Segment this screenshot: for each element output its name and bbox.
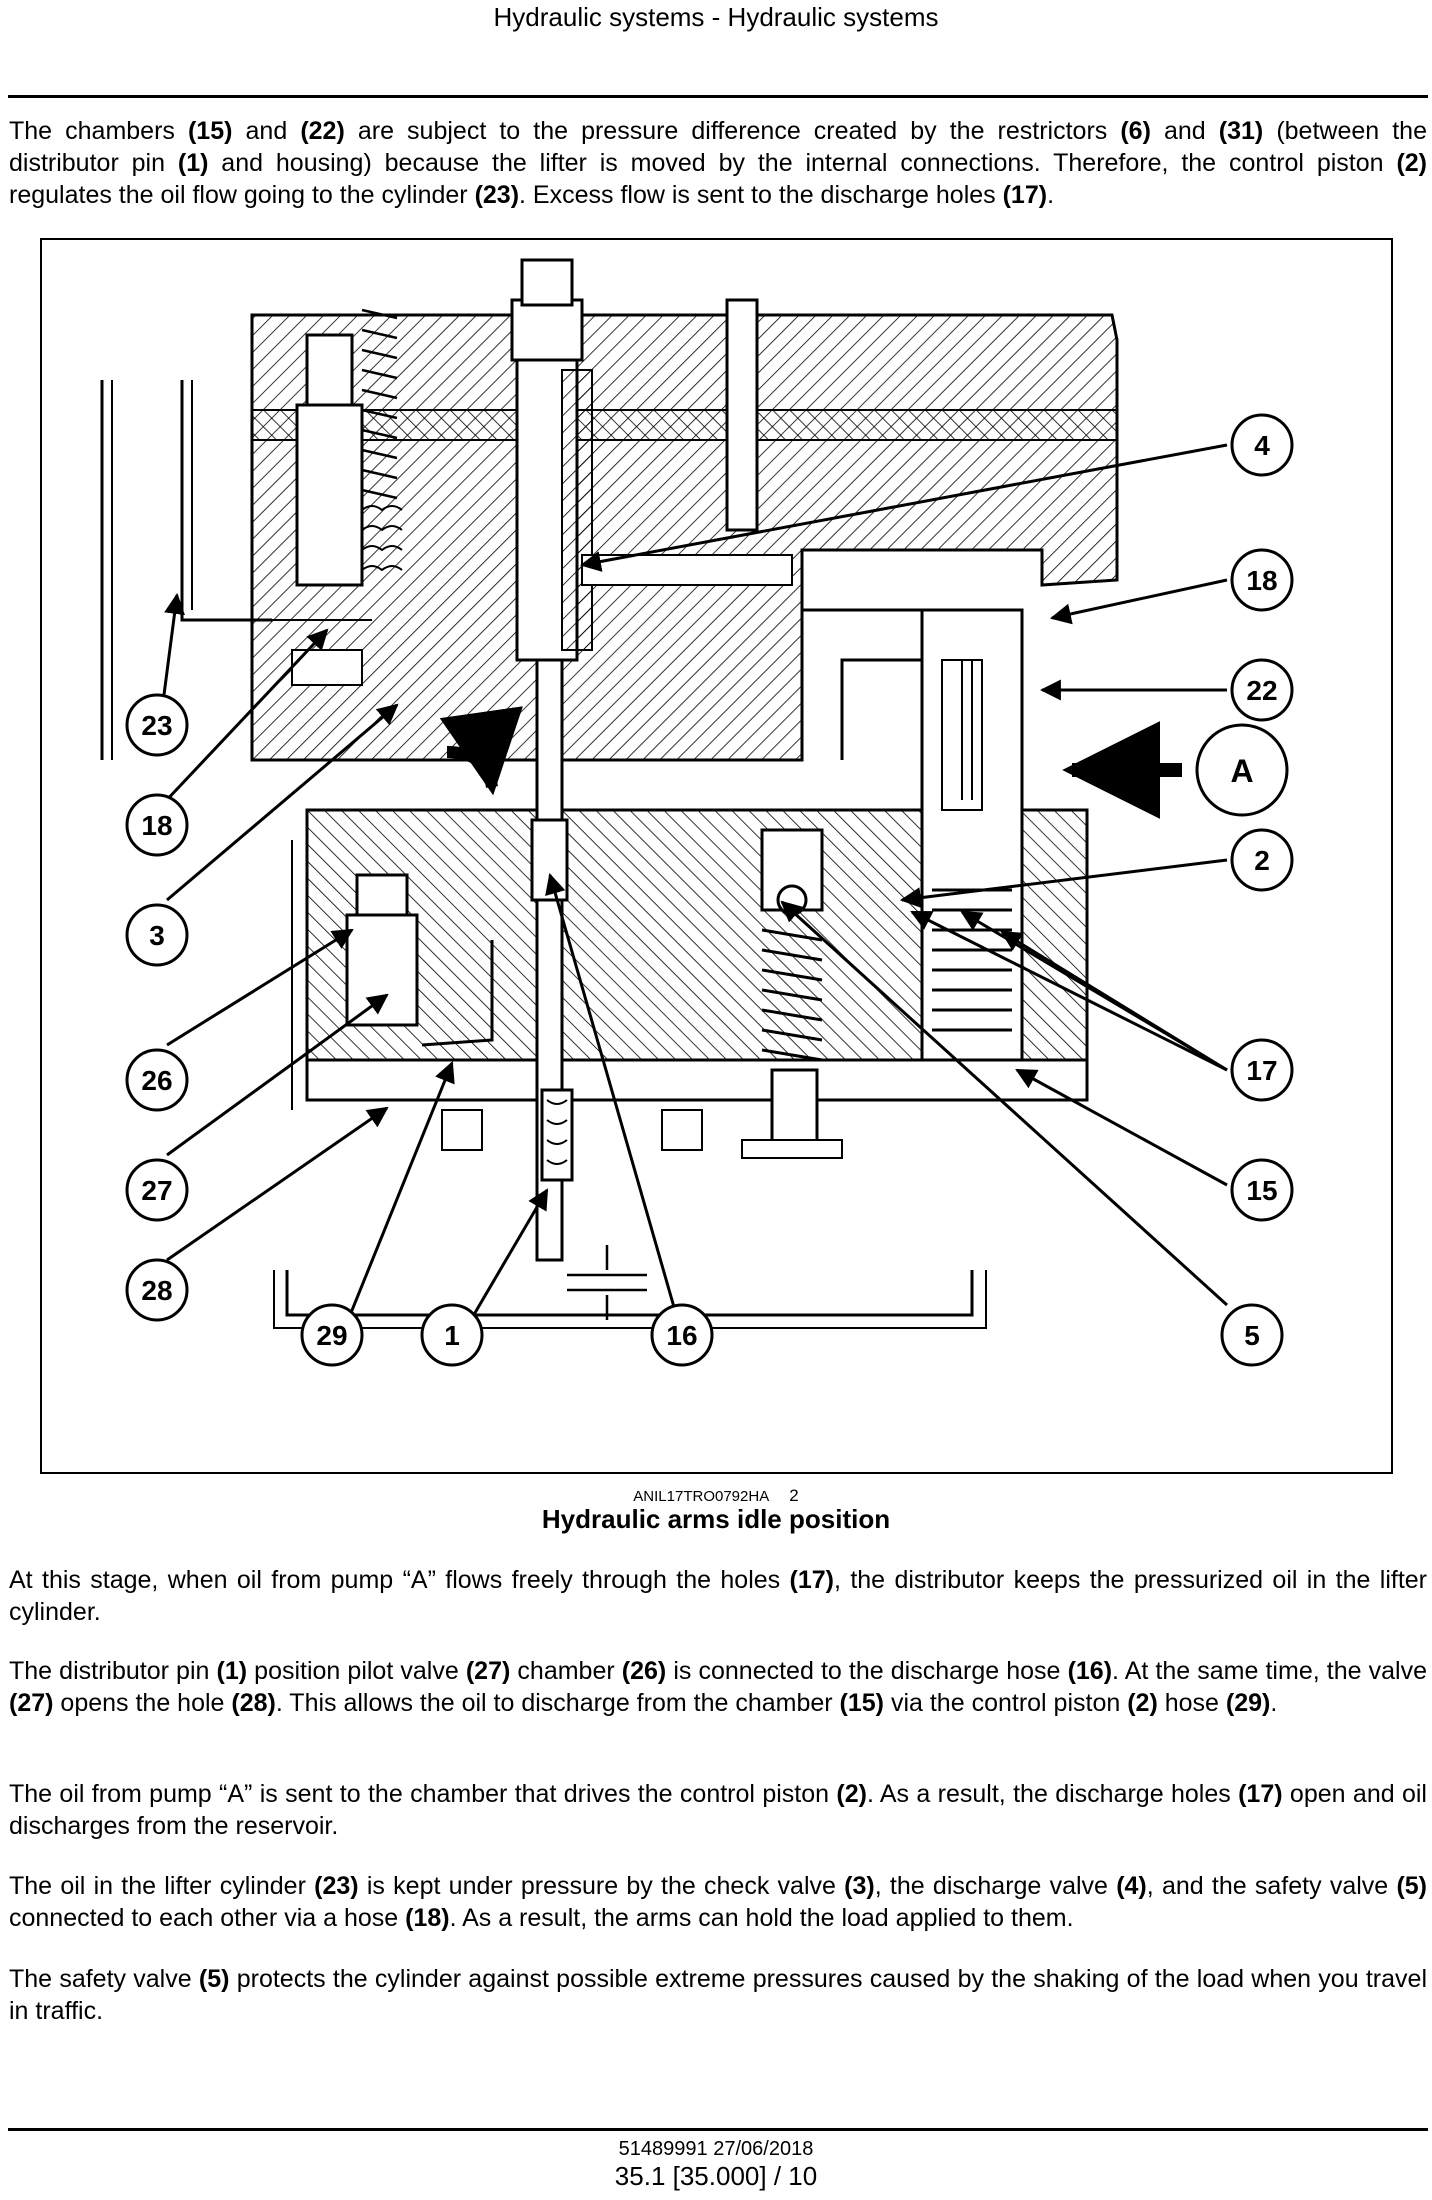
plate xyxy=(251,409,1118,441)
svg-text:1: 1 xyxy=(444,1320,460,1351)
svg-text:15: 15 xyxy=(1246,1175,1277,1206)
paragraph-3: The oil from pump “A” is sent to the cha… xyxy=(9,1780,1427,1840)
paragraph-1: At this stage, when oil from pump “A” fl… xyxy=(9,1566,1427,1626)
footer-rule xyxy=(8,2128,1428,2131)
callout-3: 3 xyxy=(125,903,189,967)
callout-15: 15 xyxy=(1230,1158,1294,1222)
callout-2: 2 xyxy=(1230,828,1294,892)
callout-5: 5 xyxy=(1220,1303,1284,1367)
figure-number: 2 xyxy=(789,1486,799,1505)
pin-nut xyxy=(510,298,584,362)
diagram-svg: 4 18 22 A 2 17 15 5 23 18 3 26 27 28 29 … xyxy=(100,258,1294,1367)
callout-28: 28 xyxy=(125,1258,189,1322)
header-rule xyxy=(8,95,1428,98)
svg-text:4: 4 xyxy=(1254,430,1270,461)
svg-text:22: 22 xyxy=(1246,675,1277,706)
svg-text:17: 17 xyxy=(1246,1055,1277,1086)
check-valve-body xyxy=(295,403,364,587)
reservoir xyxy=(285,1270,974,1317)
callout-18-right: 18 xyxy=(1230,548,1294,612)
callout-22: 22 xyxy=(1230,658,1294,722)
callout-26: 26 xyxy=(125,1048,189,1112)
paragraph-2: The distributor pin (1) position pilot v… xyxy=(9,1657,1427,1717)
figure-id: ANIL17TRO0792HA 2 xyxy=(0,1486,1432,1506)
svg-text:3: 3 xyxy=(149,920,165,951)
callout-23: 23 xyxy=(125,693,189,757)
svg-text:18: 18 xyxy=(141,810,172,841)
callout-16: 16 xyxy=(650,1303,714,1367)
callout-27: 27 xyxy=(125,1158,189,1222)
hydraulic-diagram: 4 18 22 A 2 17 15 5 23 18 3 26 27 28 29 … xyxy=(40,238,1393,1474)
callout-1: 1 xyxy=(420,1303,484,1367)
bore-insert xyxy=(561,369,593,651)
callout-4: 4 xyxy=(1230,413,1294,477)
svg-text:5: 5 xyxy=(1244,1320,1260,1351)
svg-text:16: 16 xyxy=(666,1320,697,1351)
figure-caption: Hydraulic arms idle position xyxy=(541,1504,891,1534)
top-bolt xyxy=(725,298,759,532)
paragraph-5: The safety valve (5) protects the cylind… xyxy=(9,1965,1427,2025)
page-number: 35.1 [35.000] / 10 xyxy=(614,2161,818,2191)
base-plate xyxy=(305,1058,1089,1102)
svg-text:27: 27 xyxy=(141,1175,172,1206)
svg-text:2: 2 xyxy=(1254,845,1270,876)
pin-cap xyxy=(520,258,574,307)
page-header: Hydraulic systems - Hydraulic systems xyxy=(493,2,939,32)
safety-spring xyxy=(761,928,823,1062)
svg-text:26: 26 xyxy=(141,1065,172,1096)
svg-text:29: 29 xyxy=(316,1320,347,1351)
figure-code: ANIL17TRO0792HA xyxy=(633,1488,769,1505)
svg-text:18: 18 xyxy=(1246,565,1277,596)
pin-collar xyxy=(530,818,569,902)
callout-29: 29 xyxy=(300,1303,364,1367)
svg-text:28: 28 xyxy=(141,1275,172,1306)
svg-text:A: A xyxy=(1230,753,1253,789)
pilot-valve xyxy=(345,913,419,1027)
svg-text:23: 23 xyxy=(141,710,172,741)
callout-17: 17 xyxy=(1230,1038,1294,1102)
intro-paragraph: The chambers (15) and (22) are subject t… xyxy=(9,117,1427,209)
paragraph-4: The oil in the lifter cylinder (23) is k… xyxy=(9,1872,1428,1932)
callout-A: A xyxy=(1195,723,1289,817)
doc-reference: 51489991 27/06/2018 xyxy=(618,2138,814,2160)
callout-18-left: 18 xyxy=(125,793,189,857)
check-spring xyxy=(361,308,398,500)
